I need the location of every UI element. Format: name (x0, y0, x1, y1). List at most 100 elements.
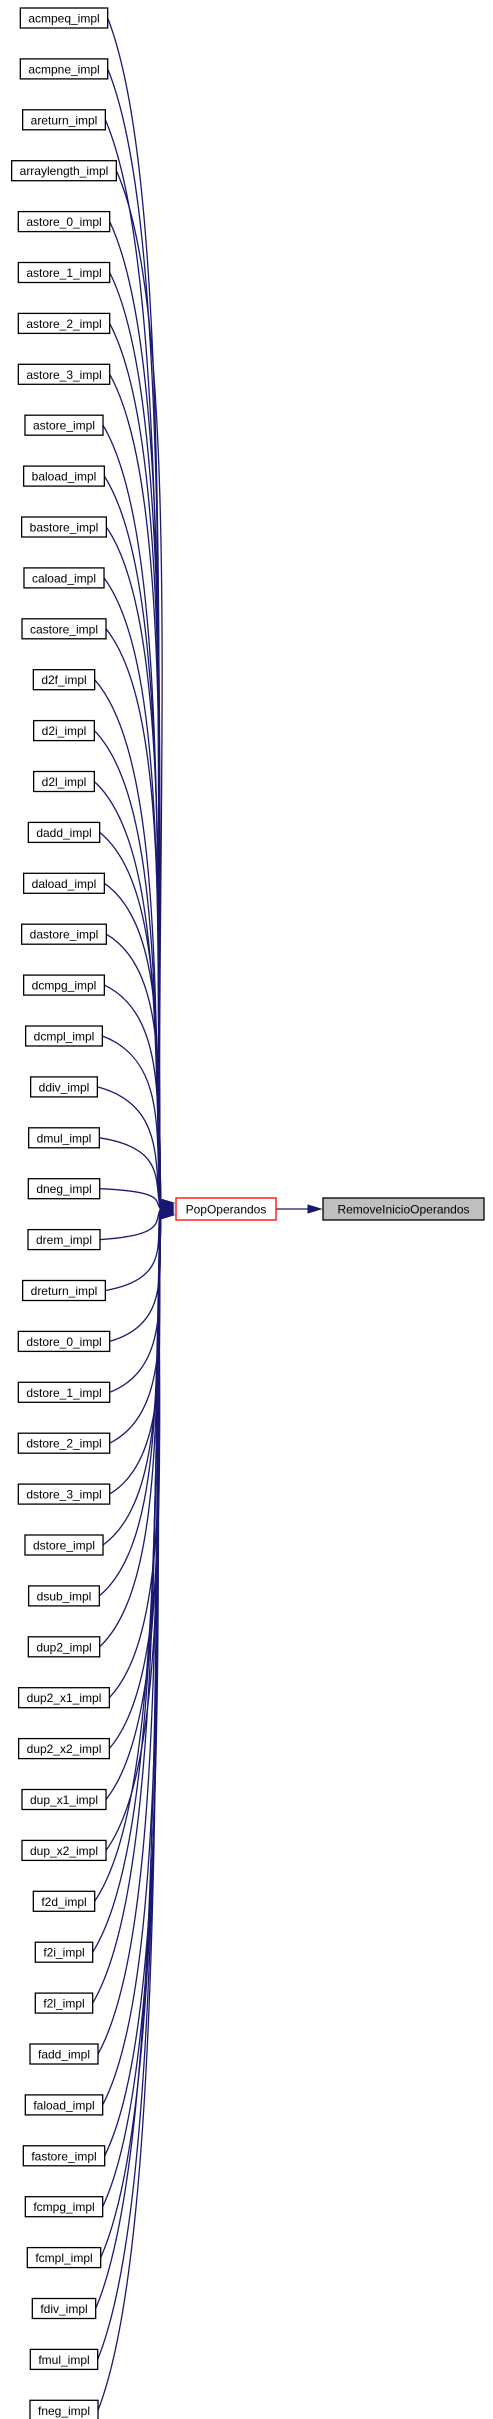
node-fcmpg-impl[interactable]: fcmpg_impl (24, 2196, 104, 2218)
node-f2i-impl[interactable]: f2i_impl (34, 1941, 94, 1963)
node-box (17, 1432, 111, 1454)
edge-areturn-impl-to-popoperandos (104, 119, 162, 1216)
node-box (17, 1483, 111, 1505)
node-astore-2-impl[interactable]: astore_2_impl (17, 312, 111, 335)
node-dup2-impl[interactable]: dup2_impl (27, 1636, 101, 1658)
node-box (22, 872, 106, 894)
node-removeiniciooperandos[interactable]: RemoveInicioOperandos (322, 1197, 485, 1221)
node-fastore-impl[interactable]: fastore_impl (22, 2145, 106, 2167)
node-box (32, 770, 96, 793)
node-acmpne-impl[interactable]: acmpne_impl (19, 58, 109, 80)
node-box (23, 567, 105, 589)
node-bastore-impl[interactable]: bastore_impl (20, 516, 108, 538)
node-box (21, 1839, 107, 1862)
node-box (34, 1992, 94, 2014)
node-label: fcmpg_impl (33, 2200, 94, 2214)
node-label: castore_impl (30, 622, 98, 636)
focus-node-box (175, 1197, 277, 1221)
node-d2l-impl[interactable]: d2l_impl (32, 770, 96, 793)
node-box (31, 2297, 97, 2320)
node-dreturn-impl[interactable]: dreturn_impl (21, 1279, 107, 1302)
edge-dstore-1-impl-to-popoperandos (109, 1205, 162, 1393)
target-node-label: RemoveInicioOperandos (337, 1203, 469, 1217)
node-d2i-impl[interactable]: d2i_impl (32, 719, 96, 742)
node-label: dstore_1_impl (26, 1386, 101, 1400)
node-box (22, 974, 106, 996)
node-label: dup_x1_impl (30, 1793, 98, 1807)
node-baload-impl[interactable]: baload_impl (22, 465, 106, 487)
node-dstore-1-impl[interactable]: dstore_1_impl (17, 1381, 111, 1403)
node-box (32, 719, 96, 742)
node-label: dup2_x1_impl (27, 1691, 102, 1705)
node-label: dastore_impl (30, 928, 99, 942)
node-f2l-impl[interactable]: f2l_impl (34, 1992, 94, 2014)
edge-dstore-impl-to-popoperandos (102, 1202, 162, 1546)
node-astore-impl[interactable]: astore_impl (24, 414, 104, 436)
node-areturn-impl[interactable]: areturn_impl (21, 109, 107, 131)
node-label: fneg_impl (38, 2404, 90, 2418)
node-dstore-0-impl[interactable]: dstore_0_impl (17, 1330, 111, 1353)
node-fdiv-impl[interactable]: fdiv_impl (31, 2297, 97, 2320)
node-arraylength-impl[interactable]: arraylength_impl (10, 160, 118, 182)
node-box (24, 2196, 104, 2218)
node-box (19, 7, 109, 29)
node-dcmpg-impl[interactable]: dcmpg_impl (22, 974, 106, 996)
node-astore-3-impl[interactable]: astore_3_impl (17, 363, 111, 385)
node-astore-0-impl[interactable]: astore_0_impl (17, 210, 111, 233)
node-d2f-impl[interactable]: d2f_impl (32, 669, 96, 691)
node-box (24, 414, 104, 436)
node-dneg-impl[interactable]: dneg_impl (27, 1178, 101, 1200)
node-castore-impl[interactable]: castore_impl (21, 618, 107, 640)
node-dup2-x2-impl[interactable]: dup2_x2_impl (17, 1737, 111, 1760)
edge-dcmpl-impl-to-popoperandos (102, 1035, 162, 1213)
node-box (10, 160, 118, 182)
node-dup-x2-impl[interactable]: dup_x2_impl (21, 1839, 107, 1862)
node-label: acmpeq_impl (28, 12, 99, 26)
node-dsub-impl[interactable]: dsub_impl (27, 1585, 101, 1607)
node-fadd-impl[interactable]: fadd_impl (29, 2043, 99, 2065)
node-box (32, 669, 96, 691)
edge-dadd-impl-to-popoperandos (99, 831, 162, 1216)
node-faload-impl[interactable]: faload_impl (24, 2094, 104, 2116)
node-daload-impl[interactable]: daload_impl (22, 872, 106, 894)
node-caload-impl[interactable]: caload_impl (23, 567, 105, 589)
node-ddiv-impl[interactable]: ddiv_impl (29, 1076, 99, 1098)
node-popoperandos[interactable]: PopOperandos (175, 1197, 277, 1221)
node-acmpeq-impl[interactable]: acmpeq_impl (19, 7, 109, 29)
node-dmul-impl[interactable]: dmul_impl (28, 1127, 100, 1149)
node-fneg-impl[interactable]: fneg_impl (29, 2399, 99, 2419)
node-label: f2i_impl (43, 1946, 84, 1960)
node-drem-impl[interactable]: drem_impl (27, 1228, 101, 1251)
edge-dmul-impl-to-popoperandos (99, 1137, 162, 1211)
node-box (22, 2145, 106, 2167)
node-fmul-impl[interactable]: fmul_impl (29, 2348, 99, 2371)
node-f2d-impl[interactable]: f2d_impl (32, 1890, 96, 1912)
node-astore-1-impl[interactable]: astore_1_impl (17, 261, 111, 284)
node-dastore-impl[interactable]: dastore_impl (20, 923, 108, 945)
node-fcmpl-impl[interactable]: fcmpl_impl (26, 2246, 102, 2269)
node-dup-x1-impl[interactable]: dup_x1_impl (21, 1788, 107, 1811)
node-dstore-2-impl[interactable]: dstore_2_impl (17, 1432, 111, 1454)
node-box (17, 312, 111, 335)
node-dup2-x1-impl[interactable]: dup2_x1_impl (17, 1687, 111, 1709)
node-box (29, 2348, 99, 2371)
node-dcmpl-impl[interactable]: dcmpl_impl (25, 1025, 103, 1047)
arrowhead (159, 1198, 175, 1208)
node-label: dcmpl_impl (34, 1030, 95, 1044)
node-box (27, 1636, 101, 1658)
node-box (28, 1127, 100, 1149)
node-dstore-impl[interactable]: dstore_impl (24, 1534, 104, 1556)
node-box (29, 1076, 99, 1098)
edge-dstore-3-impl-to-popoperandos (109, 1203, 162, 1495)
node-label: fadd_impl (38, 2048, 90, 2062)
node-dadd-impl[interactable]: dadd_impl (27, 821, 101, 844)
node-dstore-3-impl[interactable]: dstore_3_impl (17, 1483, 111, 1505)
node-label: caload_impl (32, 571, 96, 585)
node-label: dsub_impl (37, 1589, 92, 1603)
edge-dup-x2-impl-to-popoperandos (105, 1202, 162, 1851)
node-label: fmul_impl (38, 2353, 89, 2367)
node-label: fcmpl_impl (35, 2251, 92, 2265)
node-label: dreturn_impl (31, 1284, 98, 1298)
node-box (17, 210, 111, 233)
